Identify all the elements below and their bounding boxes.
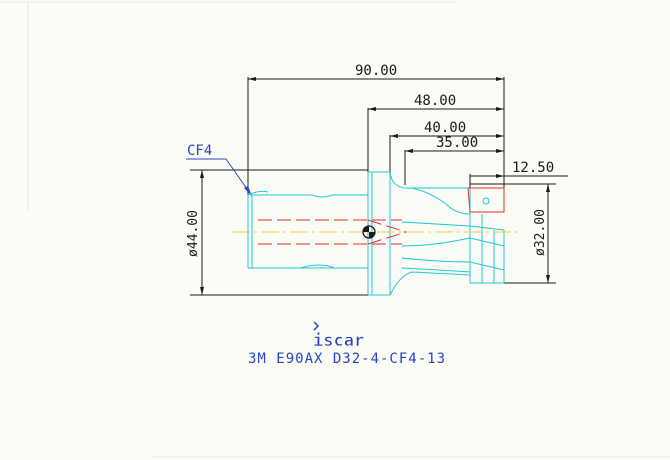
dimension-arrows — [200, 77, 550, 295]
dim-cutting-diameter: ø32.00 — [533, 209, 548, 256]
dim-insert-length: 12.50 — [512, 160, 554, 176]
dim-length-35: 35.00 — [436, 135, 478, 151]
iscar-logo: iscar — [313, 321, 364, 351]
dim-shank-diameter: ø44.00 — [186, 210, 201, 257]
cf4-label: CF4 — [187, 143, 212, 159]
insert-outline — [467, 187, 505, 213]
cf4-callout: CF4 — [186, 143, 253, 197]
tool-body — [247, 171, 505, 296]
dim-overall-length: 90.00 — [355, 63, 397, 79]
part-number: 3M E90AX D32-4-CF4-13 — [248, 351, 446, 367]
center-mark — [362, 225, 376, 239]
dimension-lines — [190, 77, 568, 296]
logo-text: iscar — [313, 331, 364, 351]
coolant-channel-lines — [258, 219, 407, 245]
dim-length-40: 40.00 — [424, 120, 466, 136]
dim-length-48: 48.00 — [414, 93, 456, 109]
